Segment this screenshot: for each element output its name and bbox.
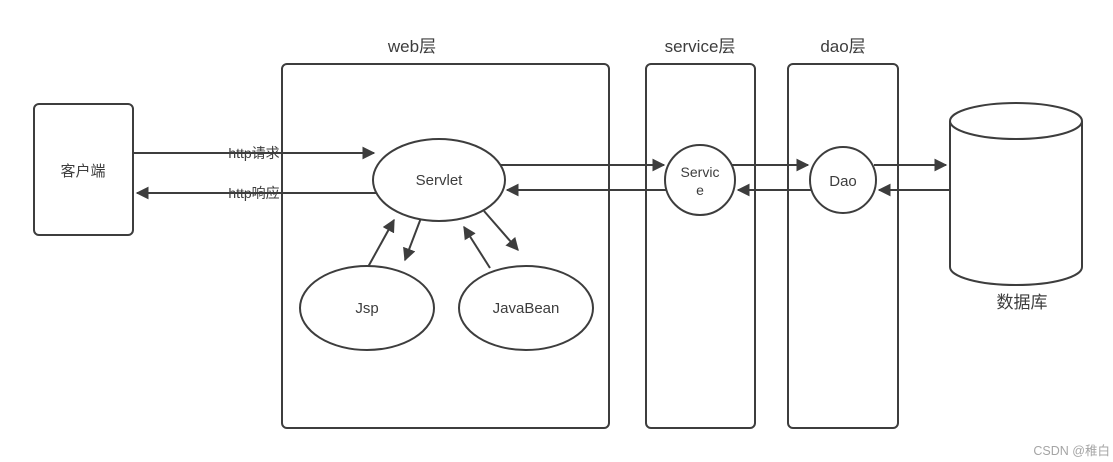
service-label-line2: e: [696, 182, 704, 198]
dao-layer-label: dao层: [820, 37, 865, 56]
database-label: 数据库: [997, 293, 1048, 312]
dao-layer-box: [787, 63, 899, 429]
servlet-label: Servlet: [416, 172, 464, 189]
service-node: [664, 144, 736, 216]
javabean-node: [458, 265, 594, 351]
jsp-node: [299, 265, 435, 351]
arrow-javabean-to-servlet: [463, 225, 491, 269]
service-layer-label: service层: [665, 37, 736, 56]
service-label-line1: Servic: [681, 164, 720, 180]
http-response-label: http响应: [228, 185, 279, 201]
database-cylinder-body: [949, 121, 1083, 286]
javabean-label: JavaBean: [493, 300, 560, 317]
web-layer-label: web层: [387, 37, 436, 56]
client-label: 客户端: [60, 163, 105, 180]
client-box: [33, 103, 134, 236]
web-layer-box: [281, 63, 610, 429]
arrow-jsp-to-servlet: [367, 218, 395, 268]
arrow-servlet-to-jsp: [403, 217, 422, 262]
service-layer-box: [645, 63, 756, 429]
http-request-label: http请求: [228, 145, 279, 161]
jsp-label: Jsp: [355, 300, 378, 317]
watermark-text: CSDN @稚白: [1033, 443, 1110, 458]
dao-label: Dao: [829, 173, 857, 190]
arrow-servlet-to-javabean: [483, 210, 519, 251]
dao-node: [809, 146, 877, 214]
database-cylinder-top: [949, 102, 1083, 140]
servlet-node: [372, 138, 506, 222]
database-cylinder: [949, 102, 1083, 286]
